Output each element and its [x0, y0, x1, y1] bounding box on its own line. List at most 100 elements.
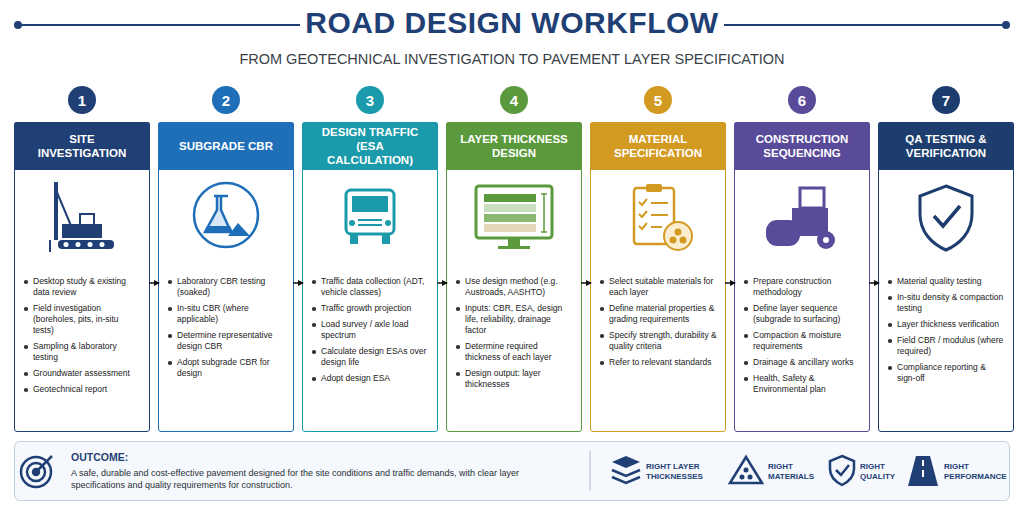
- badge-label: RIGHT MATERIALS: [768, 462, 818, 482]
- bullet-dot: [600, 361, 604, 365]
- step-title: SUBGRADE CBR: [179, 139, 273, 153]
- bullet-text: Desktop study & existing data review: [33, 276, 126, 297]
- bullet-item: Traffic data collection (ADT, vehicle cl…: [311, 276, 429, 298]
- bullet-item: Field investigation (boreholes, pits, in…: [23, 303, 141, 336]
- bullet-dot: [744, 307, 748, 311]
- bullet-dot: [888, 366, 892, 370]
- bullet-dot: [312, 377, 316, 381]
- bullet-item: Determine required thickness of each lay…: [455, 341, 573, 363]
- step-card: Material quality testingIn-situ density …: [878, 122, 1014, 432]
- bullet-item: Laboratory CBR testing (soaked): [167, 276, 285, 298]
- step-header: QA TESTING & VERIFICATION: [878, 122, 1014, 170]
- bullet-text: Use design method (e.g. Austroads, AASHT…: [465, 276, 558, 297]
- bullet-item: Define layer sequence (subgrade to surfa…: [743, 303, 861, 325]
- bullet-dot: [168, 361, 172, 365]
- bullet-text: Laboratory CBR testing (soaked): [177, 276, 265, 297]
- bullet-item: Design output: layer thicknesses: [455, 368, 573, 390]
- bullet-item: In-situ CBR (where applicable): [167, 303, 285, 325]
- step-title: LAYER THICKNESS DESIGN: [458, 132, 570, 160]
- step-card: Select suitable materials for each layer…: [590, 122, 726, 432]
- step-title: MATERIAL SPECIFICATION: [602, 132, 714, 160]
- bullet-text: Traffic data collection (ADT, vehicle cl…: [321, 276, 424, 297]
- bullet-dot: [456, 345, 460, 349]
- bullet-item: Layer thickness verification: [887, 319, 1005, 330]
- bullet-dot: [600, 280, 604, 284]
- step-title: SITE INVESTIGATION: [26, 132, 138, 160]
- step-header: MATERIAL SPECIFICATION: [590, 122, 726, 170]
- bullet-item: Specify strength, durability & quality c…: [599, 330, 717, 352]
- bullet-item: Geotechnical report: [23, 384, 141, 395]
- bullet-dot: [600, 307, 604, 311]
- bullet-text: Adopt design ESA: [321, 373, 390, 383]
- step-number: 4: [500, 86, 528, 114]
- bullet-list: Use design method (e.g. Austroads, AASHT…: [455, 276, 573, 395]
- step-number: 1: [68, 86, 96, 114]
- bullet-dot: [600, 334, 604, 338]
- step-number: 7: [932, 86, 960, 114]
- bullet-dot: [744, 361, 748, 365]
- bullet-item: Drainage & ancillary works: [743, 357, 861, 368]
- bullet-dot: [24, 345, 28, 349]
- bullet-dot: [24, 280, 28, 284]
- bullet-text: Select suitable materials for each layer: [609, 276, 713, 297]
- step-number: 5: [644, 86, 672, 114]
- bullet-text: Specify strength, durability & quality c…: [609, 330, 717, 351]
- bullet-dot: [456, 280, 460, 284]
- bullet-text: Field CBR / modulus (where required): [897, 335, 1003, 356]
- bullet-item: Field CBR / modulus (where required): [887, 335, 1005, 357]
- bullet-item: Refer to relevant standards: [599, 357, 717, 368]
- bullet-dot: [888, 339, 892, 343]
- step-number-text: 3: [366, 92, 374, 109]
- step-header: SUBGRADE CBR: [158, 122, 294, 170]
- bullet-list: Select suitable materials for each layer…: [599, 276, 717, 373]
- bullet-item: Sampling & laboratory testing: [23, 341, 141, 363]
- bullet-text: Health, Safety & Environmental plan: [753, 373, 826, 394]
- bullet-text: Refer to relevant standards: [609, 357, 712, 367]
- bullet-item: Prepare construction methodology: [743, 276, 861, 298]
- bullet-dot: [744, 280, 748, 284]
- bullet-text: Determine required thickness of each lay…: [465, 341, 551, 362]
- bullet-dot: [312, 280, 316, 284]
- bullet-text: Compaction & moisture requirements: [753, 330, 841, 351]
- bullet-dot: [744, 334, 748, 338]
- bullet-list: Traffic data collection (ADT, vehicle cl…: [311, 276, 429, 389]
- bullet-item: In-situ density & compaction testing: [887, 292, 1005, 314]
- step-number-text: 7: [942, 92, 950, 109]
- step-title: QA TESTING & VERIFICATION: [890, 132, 1002, 160]
- bullet-text: Calculate design ESAs over design life: [321, 346, 426, 367]
- bullet-text: Inputs: CBR, ESA, design life, reliabili…: [465, 303, 562, 335]
- step-card: Prepare construction methodologyDefine l…: [734, 122, 870, 432]
- step-number-text: 6: [798, 92, 806, 109]
- bullet-item: Desktop study & existing data review: [23, 276, 141, 298]
- bullet-text: Layer thickness verification: [897, 319, 999, 329]
- bullet-dot: [168, 334, 172, 338]
- bullet-item: Inputs: CBR, ESA, design life, reliabili…: [455, 303, 573, 336]
- step-card: Traffic data collection (ADT, vehicle cl…: [302, 122, 438, 432]
- bullet-text: Field investigation (boreholes, pits, in…: [33, 303, 119, 335]
- bullet-dot: [24, 388, 28, 392]
- step-number: 2: [212, 86, 240, 114]
- outcome-text: A safe, durable and cost-effective pavem…: [71, 467, 571, 491]
- bullet-list: Laboratory CBR testing (soaked) In-situ C…: [167, 276, 285, 384]
- step-number: 3: [356, 86, 384, 114]
- bullet-item: Health, Safety & Environmental plan: [743, 373, 861, 395]
- bullet-dot: [24, 372, 28, 376]
- step-header: LAYER THICKNESS DESIGN: [446, 122, 582, 170]
- bullet-text: Adopt subgrade CBR for design: [177, 357, 270, 378]
- diagram-title: ROAD DESIGN WORKFLOW: [0, 6, 1024, 40]
- bullet-text: Define material properties & grading req…: [609, 303, 714, 324]
- bullet-item: Determine representative design CBR: [167, 330, 285, 352]
- bullet-item: Traffic growth projection: [311, 303, 429, 314]
- bullet-item: Calculate design ESAs over design life: [311, 346, 429, 368]
- bullet-dot: [312, 323, 316, 327]
- bullet-text: Groundwater assessment: [33, 368, 130, 378]
- step-card: Use design method (e.g. Austroads, AASHT…: [446, 122, 582, 432]
- bullet-dot: [744, 377, 748, 381]
- step-title: CONSTRUCTION SEQUENCING: [746, 132, 858, 160]
- bullet-item: Groundwater assessment: [23, 368, 141, 379]
- bullet-dot: [888, 280, 892, 284]
- step-header: SITE INVESTIGATION: [14, 122, 150, 170]
- badge-label: RIGHT PERFORMANCE: [944, 462, 1014, 482]
- step-title: DESIGN TRAFFIC (ESA CALCULATION): [314, 125, 426, 167]
